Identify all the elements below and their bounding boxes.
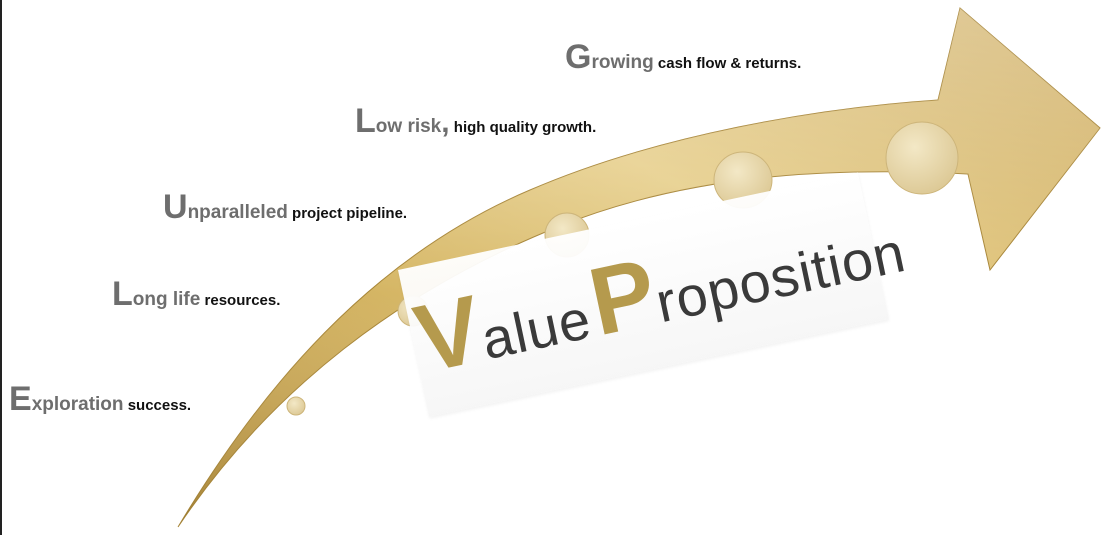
label-rest: resources. — [200, 292, 281, 309]
label-lead: xploration — [31, 394, 124, 415]
left-border — [0, 0, 2, 535]
label-initial: E — [9, 380, 32, 418]
label-initial: U — [163, 188, 188, 226]
label-rest: success. — [123, 397, 192, 414]
milestone-dot-5 — [885, 121, 959, 195]
label-rest: project pipeline. — [287, 205, 408, 222]
milestone-label-unparalleled: Unparalleled project pipeline. — [163, 190, 407, 224]
label-lead: ong life — [132, 289, 201, 310]
milestone-label-long-life: Long life resources. — [112, 277, 280, 311]
arrow-highlight — [178, 8, 1100, 527]
milestone-label-growing: Growing cash flow & returns. — [565, 40, 801, 74]
label-initial: L — [112, 275, 133, 313]
label-lead: rowing — [591, 52, 654, 73]
label-lead: nparalleled — [187, 202, 288, 223]
label-initial: L — [355, 102, 376, 140]
label-lead: ow risk — [375, 116, 442, 137]
milestone-label-exploration: Exploration success. — [9, 382, 191, 416]
label-comma: , — [441, 106, 450, 139]
label-rest: cash flow & returns. — [653, 55, 802, 72]
milestone-dot-1 — [286, 396, 306, 416]
milestone-label-low-risk: Low risk, high quality growth. — [355, 104, 596, 138]
label-rest: high quality growth. — [449, 119, 597, 136]
label-initial: G — [565, 38, 592, 76]
